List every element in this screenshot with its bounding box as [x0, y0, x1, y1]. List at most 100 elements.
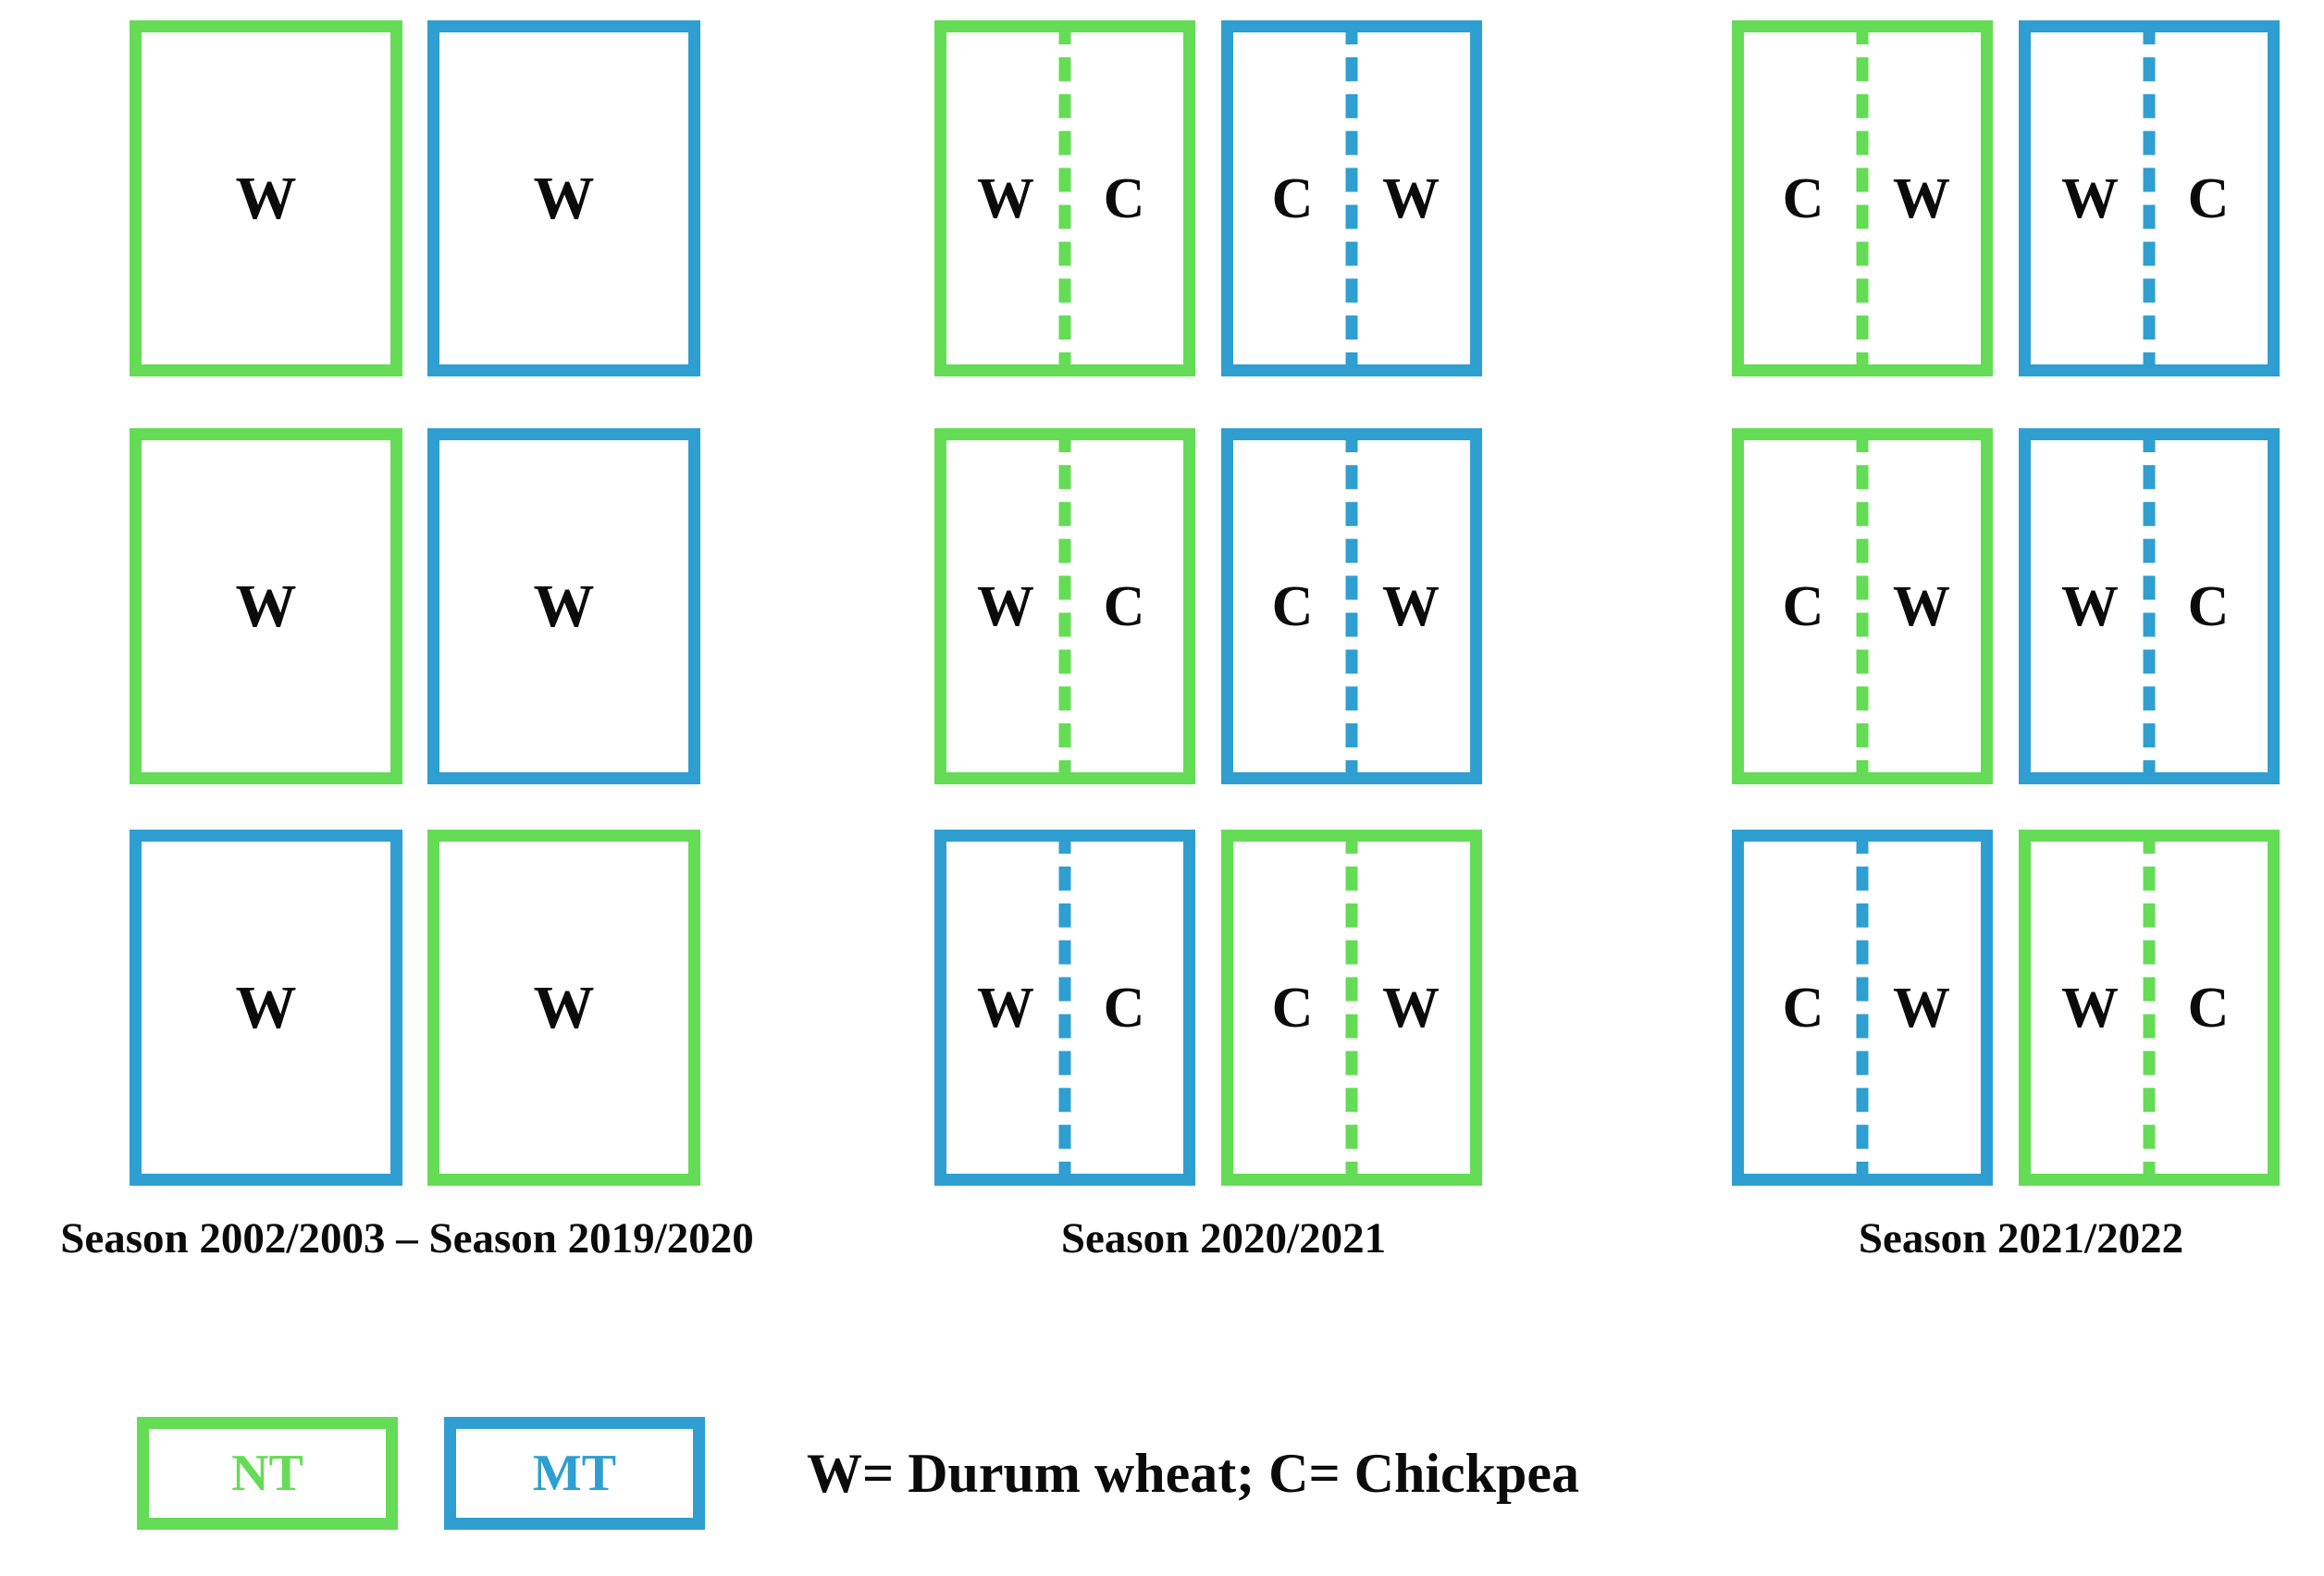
subplot[interactable]: C	[1744, 32, 1862, 364]
legend-crop-key-note: W= Durum wheat; C= Chickpea	[807, 1442, 1580, 1504]
plot-nt[interactable]: W	[427, 830, 700, 1186]
subplot[interactable]: W	[1862, 842, 1981, 1174]
plot-nt[interactable]: W	[130, 20, 402, 376]
crop-code-label: W	[1893, 166, 1950, 230]
subplot[interactable]: W	[439, 32, 688, 364]
subplot[interactable]: W	[2031, 842, 2149, 1174]
subplot[interactable]: C	[1233, 440, 1352, 772]
subplot[interactable]: W	[946, 32, 1065, 364]
plot-nt[interactable]: W	[130, 428, 402, 784]
crop-code-label: C	[1103, 574, 1145, 638]
plot-mt[interactable]: W	[427, 428, 700, 784]
crop-code-label: C	[1103, 166, 1145, 230]
subplot[interactable]: C	[2149, 32, 2268, 364]
season-caption-season-2002-2020: Season 2002/2003 – Season 2019/2020	[60, 1214, 754, 1262]
subplot[interactable]: W	[142, 842, 390, 1174]
subplot[interactable]: W	[946, 440, 1065, 772]
crop-code-label: W	[2061, 574, 2119, 638]
subplot[interactable]: W	[1862, 440, 1981, 772]
subplot[interactable]: C	[1065, 842, 1183, 1174]
crop-code-label: W	[235, 973, 297, 1041]
crop-code-label: W	[1893, 574, 1950, 638]
plot-mt[interactable]: W	[130, 830, 402, 1186]
crop-code-label: W	[1382, 574, 1440, 638]
subplot[interactable]: C	[2149, 842, 2268, 1174]
subplot[interactable]: W	[142, 32, 390, 364]
crop-code-label: W	[533, 973, 595, 1041]
subplot[interactable]: C	[1233, 32, 1352, 364]
subplot[interactable]: C	[2149, 440, 2268, 772]
subplot[interactable]: W	[2031, 440, 2149, 772]
subplot[interactable]: W	[1352, 440, 1470, 772]
subplot-container: W	[439, 440, 688, 772]
crop-code-label: C	[1782, 976, 1824, 1040]
subplot[interactable]: W	[2031, 32, 2149, 364]
crop-code-label: C	[1271, 166, 1314, 230]
subplot-divider-dashed	[1345, 830, 1358, 1186]
subplot[interactable]: W	[439, 440, 688, 772]
crop-code-label: W	[235, 164, 297, 232]
subplot-divider-dashed	[2143, 830, 2156, 1186]
crop-code-label: C	[2187, 976, 2230, 1040]
season-caption-season-2021-2022: Season 2021/2022	[1858, 1214, 2184, 1262]
subplot[interactable]: W	[1352, 842, 1470, 1174]
subplot[interactable]: C	[1065, 32, 1183, 364]
legend-swatch-nt[interactable]: NT	[137, 1417, 398, 1530]
subplot[interactable]: C	[1065, 440, 1183, 772]
crop-code-label: C	[2187, 574, 2230, 638]
subplot[interactable]: W	[142, 440, 390, 772]
crop-code-label: C	[1271, 976, 1314, 1040]
legend-swatch-mt[interactable]: MT	[444, 1417, 705, 1530]
crop-code-label: C	[1271, 574, 1314, 638]
subplot-container: W	[142, 440, 390, 772]
subplot-divider-dashed	[1058, 830, 1071, 1186]
subplot[interactable]: W	[439, 842, 688, 1174]
subplot[interactable]: W	[1352, 32, 1470, 364]
subplot[interactable]: C	[1744, 440, 1862, 772]
legend: NT MT W= Durum wheat; C= Chickpea	[137, 1417, 1579, 1530]
subplot[interactable]: W	[1862, 32, 1981, 364]
crop-code-label: W	[533, 164, 595, 232]
subplot-divider-dashed	[1345, 428, 1358, 784]
subplot[interactable]: C	[1744, 842, 1862, 1174]
crop-code-label: W	[2061, 976, 2119, 1040]
subplot[interactable]: W	[946, 842, 1065, 1174]
crop-code-label: W	[977, 166, 1034, 230]
subplot-divider-dashed	[1058, 428, 1071, 784]
crop-code-label: W	[977, 574, 1034, 638]
subplot-container: W	[142, 842, 390, 1174]
subplot[interactable]: C	[1233, 842, 1352, 1174]
plot-mt[interactable]: W	[427, 20, 700, 376]
subplot-divider-dashed	[2143, 20, 2156, 376]
crop-code-label: C	[1782, 166, 1824, 230]
